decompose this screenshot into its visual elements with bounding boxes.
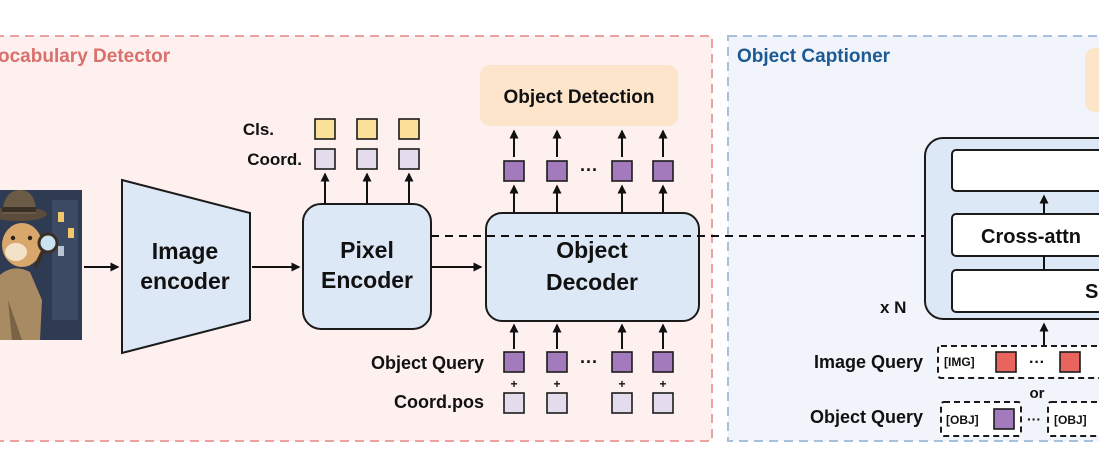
or-label: or [1030,385,1045,402]
image-query-label: Image Query [814,352,923,372]
captioner-panel-title: Object Captioner [737,46,891,67]
img-token [995,351,1017,373]
decoder-outputs: ··· [503,129,674,213]
cross-attn-label: Cross-attn [981,226,1081,248]
obj-token-label: [OBJ] [1054,413,1087,427]
query-token [546,351,568,373]
object-detection-label: Object Detection [504,87,655,108]
object-query-group [1047,401,1099,437]
object-token [503,160,525,182]
object-token [611,160,633,182]
query-token [611,351,633,373]
coord-pos-label: Coord.pos [394,392,484,412]
self-attn-box [951,269,1099,313]
plus-sign: + [510,377,517,391]
cls-token [314,118,336,140]
coord-pos-token [611,392,633,414]
cls-label: Cls. [243,120,274,139]
img-token [1059,351,1081,373]
cls-token [398,118,420,140]
decoder-inputs: Object Query Coord.pos ··· + + + + [371,323,674,414]
object-query-label: Object Query [810,407,923,427]
object-token [652,160,674,182]
ellipsis: ··· [1029,354,1045,371]
coord-token [356,148,378,170]
cross-attn-box [951,213,1099,257]
image-encoder: Image encoder [121,178,251,355]
image-query-group [937,345,1099,379]
object-query-label: Object Query [371,353,484,373]
cls-token [356,118,378,140]
coord-pos-token [652,392,674,414]
object-token [546,160,568,182]
coord-token [398,148,420,170]
input-image [0,190,82,340]
object-detection-output: Object Detection [480,65,678,126]
plus-sign: + [659,377,666,391]
object-decoder-line2: Decoder [546,269,638,295]
coord-pos-token [546,392,568,414]
coord-token [314,148,336,170]
plus-sign: + [618,377,625,391]
ellipsis: ··· [580,352,598,372]
repeat-label: x N [880,298,906,317]
top-layer-box [951,149,1099,192]
self-attn-label: S [1085,281,1098,303]
captioner-stack: Cross-attn S x N [880,137,1099,345]
obj-token [993,408,1015,430]
pixel-encoder: Pixel Encoder [302,203,432,330]
object-decoder: Object Decoder [485,212,700,322]
query-token [503,351,525,373]
coord-label: Coord. [247,150,302,169]
query-token [652,351,674,373]
plus-sign: + [553,377,560,391]
pixel-encoder-outputs [314,118,420,204]
image-encoder-line2: encoder [140,268,230,294]
img-token-label: [IMG] [944,355,975,369]
pixel-encoder-line1: Pixel [340,237,394,263]
obj-token-label: [OBJ] [946,413,979,427]
coord-pos-token [503,392,525,414]
captioner-queries: Image Query [IMG] ··· or Object Query [O… [810,345,1099,437]
image-encoder-line1: Image [152,238,218,264]
pixel-encoder-line2: Encoder [321,267,413,293]
detector-panel-title: ocabulary Detector [0,46,171,67]
object-decoder-line1: Object [556,237,628,263]
ellipsis: ··· [580,160,598,180]
captioner-output-box [1085,48,1099,112]
ellipsis: ··· [1027,411,1041,427]
